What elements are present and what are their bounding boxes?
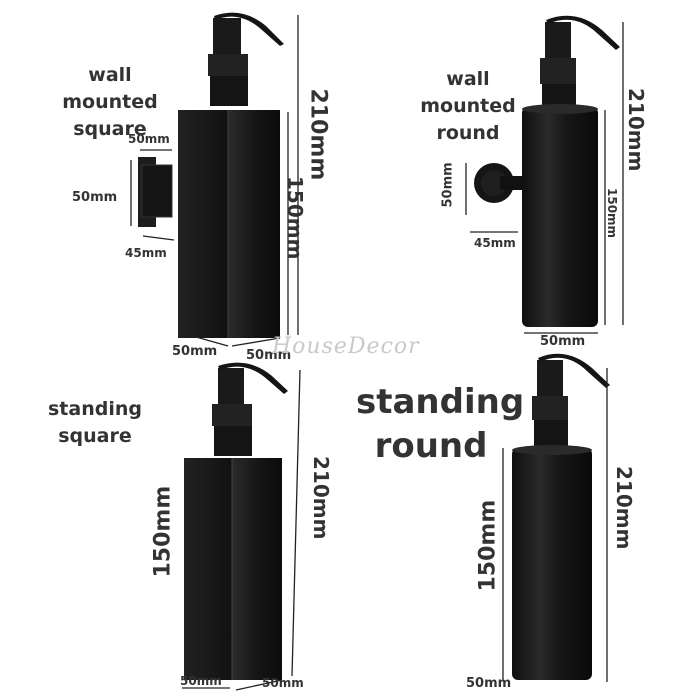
dim-wall-square-base1: 50mm xyxy=(172,344,218,359)
wall-round-label-line2: round xyxy=(436,122,500,144)
dim-standing-square-base2: 50mm xyxy=(262,676,304,690)
standing-square-dispenser xyxy=(184,362,288,680)
standing-round-label-line1: standing xyxy=(356,382,525,422)
standing-square-label: standing square xyxy=(40,396,150,450)
dim-wall-square-mount-top: 50mm xyxy=(128,132,170,146)
dim-wall-square-total: 210mm xyxy=(305,88,331,181)
dim-standing-round-body: 150mm xyxy=(475,499,501,592)
standing-round-label-line2: round xyxy=(374,426,488,466)
dim-wall-square-body: 150mm xyxy=(283,176,307,260)
standing-round-label: standing round xyxy=(356,380,525,468)
dim-wall-square-mount-side: 50mm xyxy=(72,190,118,205)
dim-standing-square-body: 150mm xyxy=(150,485,176,578)
dim-standing-round-base: 50mm xyxy=(466,676,512,691)
dim-standing-square-total: 210mm xyxy=(309,456,333,540)
standing-round-dispenser xyxy=(512,353,610,680)
standing-square-label-line2: square xyxy=(58,425,132,447)
dim-wall-round-total: 210mm xyxy=(624,88,648,172)
wall-round-label-line1: wall mounted xyxy=(420,68,516,117)
wall-round-label: wall mounted round xyxy=(398,66,538,147)
dimension-lines xyxy=(130,15,624,691)
dim-wall-round-body: 150mm xyxy=(605,188,619,239)
dim-wall-round-depth: 45mm xyxy=(474,236,516,250)
wall-square-label: wall mounted square xyxy=(40,62,180,143)
wall-round-dispenser xyxy=(474,15,620,327)
dim-standing-round-total: 210mm xyxy=(612,466,636,550)
dim-wall-round-mount-side: 50mm xyxy=(440,162,456,208)
dim-wall-square-base2: 50mm xyxy=(246,348,292,363)
watermark-text: HouseDecor xyxy=(272,334,420,359)
dim-standing-square-base1: 50mm xyxy=(180,674,222,688)
wall-square-label-line2: square xyxy=(73,118,147,140)
wall-square-label-line1: wall mounted xyxy=(62,64,158,113)
dim-wall-square-depth: 45mm xyxy=(125,246,167,260)
wall-square-dispenser xyxy=(138,12,284,338)
standing-square-label-line1: standing xyxy=(48,398,142,420)
dim-wall-round-base: 50mm xyxy=(540,334,586,349)
